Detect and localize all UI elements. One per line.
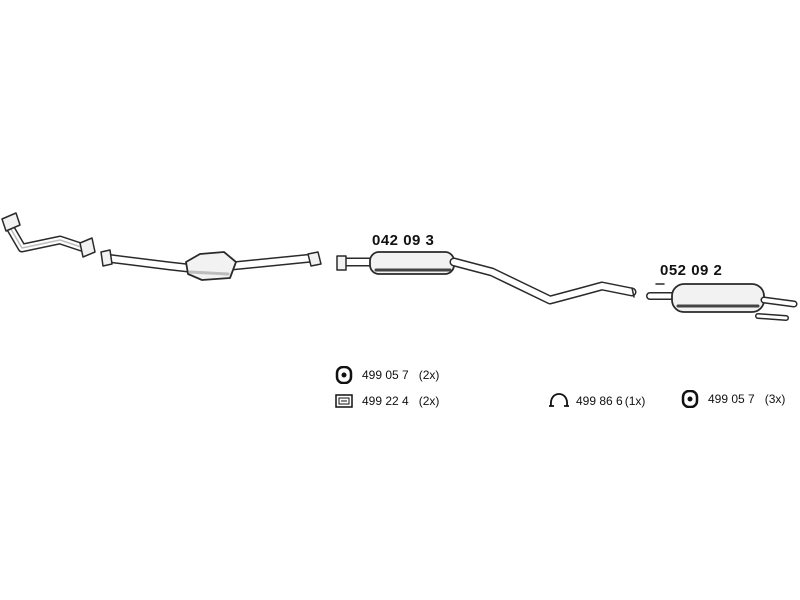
rear-silencer-part-number: 052 09 2 bbox=[660, 262, 723, 279]
legend-code: 499 86 6 bbox=[576, 394, 623, 408]
legend-item: 499 22 4 (2x) bbox=[334, 392, 439, 410]
legend-quantity: (1x) bbox=[624, 394, 646, 408]
legend-code: 499 05 7 bbox=[708, 392, 755, 406]
legend-item: 499 86 6 (1x) bbox=[548, 392, 645, 410]
legend-code: 499 22 4 bbox=[362, 394, 409, 408]
legend-quantity: (2x) bbox=[418, 394, 440, 408]
rubber-hanger-icon bbox=[335, 366, 353, 384]
gasket-icon bbox=[335, 394, 353, 408]
legend-item: 499 05 7 (3x) bbox=[680, 390, 785, 408]
rear-silencer bbox=[646, 283, 798, 321]
rubber-hanger-icon bbox=[681, 390, 699, 408]
pipe-clamp-icon bbox=[549, 393, 569, 407]
middle-silencer bbox=[336, 251, 637, 305]
legend-quantity: (2x) bbox=[418, 368, 440, 382]
legend-quantity: (3x) bbox=[764, 392, 786, 406]
legend-item: 499 05 7 (2x) bbox=[334, 366, 439, 384]
legend-code: 499 05 7 bbox=[362, 368, 409, 382]
middle-silencer-part-number: 042 09 3 bbox=[372, 232, 435, 249]
front-pipe bbox=[1, 212, 96, 258]
catalytic-converter-pipe bbox=[100, 249, 322, 281]
